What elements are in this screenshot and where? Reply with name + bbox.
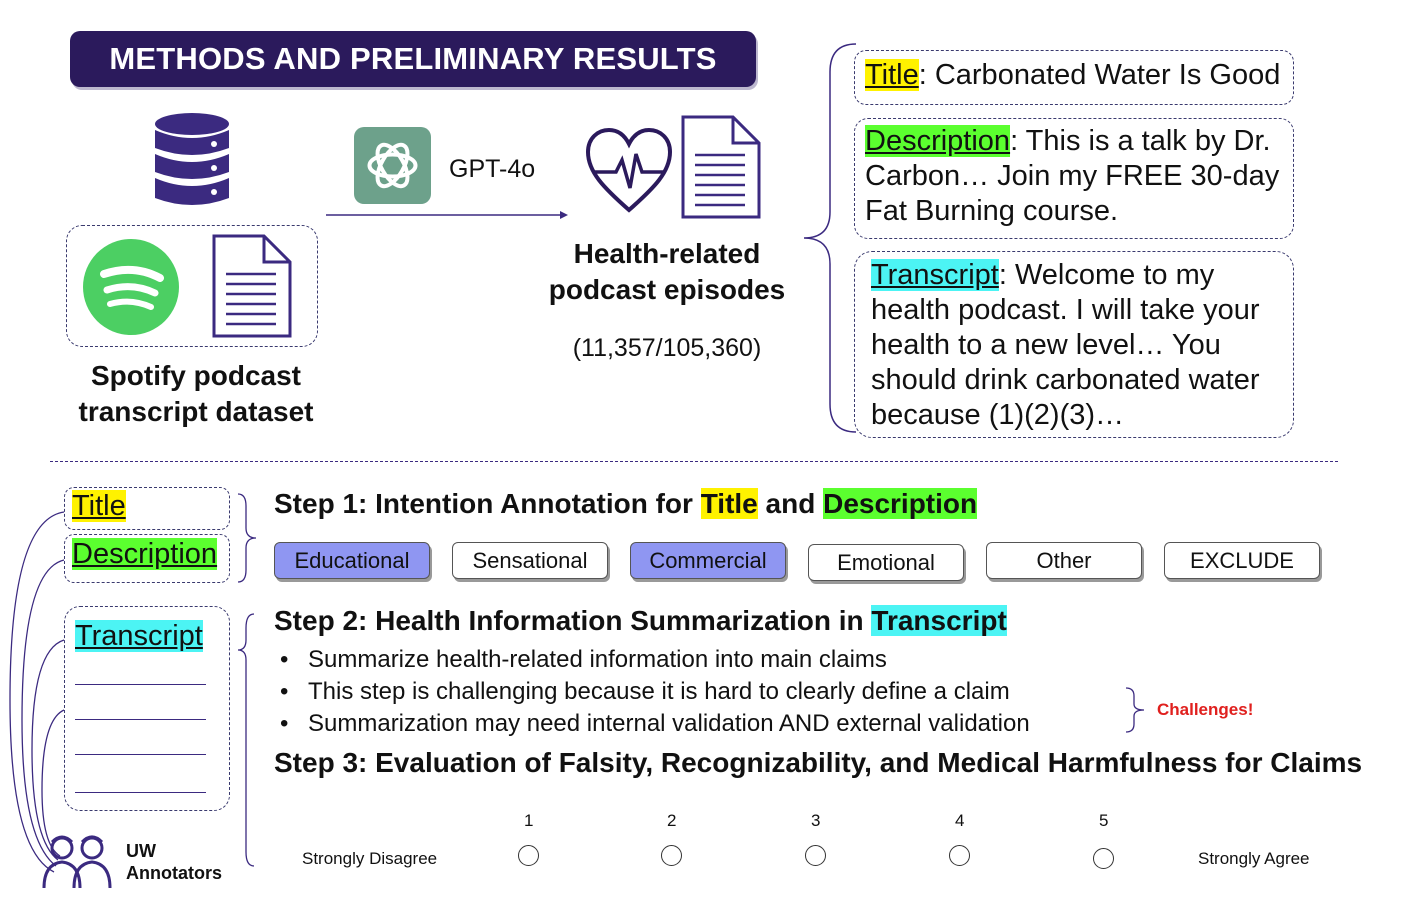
option-other[interactable]: Other — [986, 542, 1142, 579]
option-emotional[interactable]: Emotional — [808, 544, 964, 581]
scale-radio-3[interactable] — [805, 845, 826, 866]
example-description-box — [854, 118, 1294, 239]
step1-title-key: Title — [700, 488, 758, 519]
scale-radio-1[interactable] — [518, 845, 539, 866]
small-brace-step2 — [237, 613, 255, 867]
step2-transcript-key: Transcript — [871, 605, 1007, 636]
annotators-label: UW Annotators — [126, 841, 222, 883]
transcript-lines — [75, 684, 206, 793]
bullet-validation: Summarization may need internal validati… — [308, 710, 1030, 737]
step1-description-key: Description — [823, 488, 978, 519]
step1-heading: Step 1: Intention Annotation for Title a… — [274, 488, 978, 520]
left-title-box — [64, 487, 230, 530]
scale-radio-5[interactable] — [1093, 848, 1114, 869]
left-title-text: Title — [72, 490, 126, 522]
step1-prefix: Step 1: Intention Annotation for — [274, 488, 701, 519]
option-sensational[interactable]: Sensational — [452, 542, 608, 579]
scale-number-3: 3 — [811, 811, 821, 830]
description-key: Description — [865, 125, 1011, 157]
title-key: Title — [865, 59, 919, 91]
left-description-text: Description — [72, 538, 218, 570]
scale-left-label: Strongly Disagree — [302, 849, 438, 868]
option-commercial[interactable]: Commercial — [630, 542, 786, 579]
transcript-key: Transcript — [871, 259, 999, 291]
document-icon — [212, 234, 292, 338]
bullet-dot: • — [280, 678, 289, 705]
scale-radio-4[interactable] — [949, 845, 970, 866]
bullet-challenging: This step is challenging because it is h… — [308, 678, 1010, 705]
scale-right-label: Strongly Agree — [1198, 849, 1310, 868]
document-icon — [681, 115, 761, 219]
left-description: Description — [72, 538, 218, 571]
step2-prefix: Step 2: Health Information Summarization… — [274, 605, 872, 636]
left-title: Title — [72, 490, 126, 523]
left-transcript-text: Transcript — [75, 620, 203, 652]
database-icon — [155, 113, 229, 205]
title-text: : Carbonated Water Is Good — [918, 59, 1281, 91]
heart-pulse-icon — [585, 127, 673, 213]
step3-heading: Step 3: Evaluation of Falsity, Recogniza… — [274, 747, 1363, 778]
scale-number-4: 4 — [955, 811, 965, 830]
example-transcript-box — [854, 251, 1294, 438]
example-description: Description: This is a talk by Dr. Carbo… — [865, 124, 1291, 229]
description-text: : This is a talk by Dr. Carbon… Join my … — [865, 125, 1280, 227]
scale-radio-2[interactable] — [661, 845, 682, 866]
annotator-connectors — [9, 511, 65, 873]
example-title-box — [854, 50, 1294, 105]
scale-number-5: 5 — [1099, 811, 1109, 830]
step1-and: and — [757, 488, 824, 519]
option-exclude[interactable]: EXCLUDE — [1164, 542, 1320, 579]
scale-number-1: 1 — [524, 811, 534, 830]
example-title: Title: Carbonated Water Is Good — [865, 58, 1280, 93]
small-brace-step1 — [237, 493, 257, 583]
transcript-text: : Welcome to my health podcast. I will t… — [871, 259, 1260, 431]
section-divider — [50, 461, 1338, 462]
dataset-box — [66, 225, 318, 347]
annotators-icon — [42, 835, 112, 889]
spotify-icon — [83, 239, 179, 335]
brace — [803, 43, 857, 433]
output-label: Health-related podcast episodes — [548, 238, 786, 305]
challenges-label: Challenges! — [1157, 700, 1254, 719]
option-educational[interactable]: Educational — [274, 542, 430, 579]
count-label: (11,357/105,360) — [572, 334, 762, 362]
bullet-dot: • — [280, 710, 289, 737]
challenge-brace — [1125, 687, 1145, 733]
gpt-logo-icon — [354, 127, 431, 204]
section-banner: METHODS AND PRELIMINARY RESULTS — [70, 31, 756, 87]
model-label: GPT-4o — [449, 155, 536, 183]
left-description-box — [64, 534, 230, 583]
scale-number-2: 2 — [667, 811, 677, 830]
left-transcript: Transcript — [75, 620, 203, 653]
left-transcript-box — [64, 606, 230, 811]
bullet-summarize: Summarize health-related information int… — [308, 646, 887, 673]
dataset-label: Spotify podcast transcript dataset — [78, 360, 314, 427]
example-transcript: Transcript: Welcome to my health podcast… — [871, 258, 1289, 433]
step2-heading: Step 2: Health Information Summarization… — [274, 605, 1007, 637]
flow-arrow — [326, 211, 568, 219]
bullet-dot: • — [280, 646, 289, 673]
